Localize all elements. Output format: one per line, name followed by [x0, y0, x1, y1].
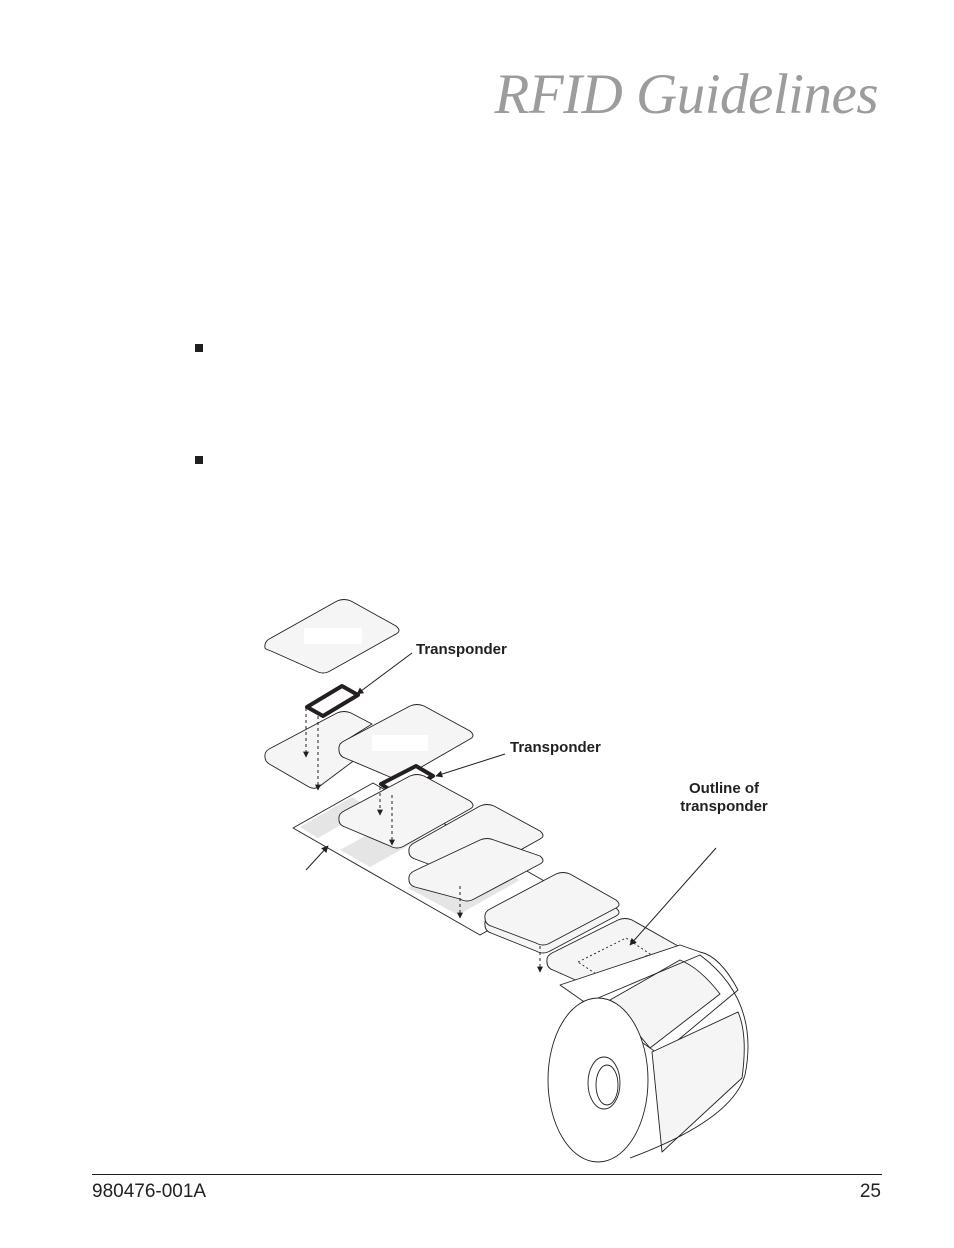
- roll-core-inner: [595, 1064, 619, 1106]
- bullet-1: [195, 344, 203, 352]
- outline-label-line1: Outline of: [689, 780, 759, 797]
- transponder-label-middle: Transponder: [510, 739, 601, 756]
- leader-transponder-top: [356, 652, 413, 695]
- bullet-2: [195, 456, 203, 464]
- transponder-outline: [577, 937, 651, 979]
- transponder-top: [305, 684, 360, 718]
- outline-label-line2: transponder: [680, 798, 768, 815]
- leader-liner: [305, 845, 329, 871]
- transponder-label-top: Transponder: [416, 641, 507, 658]
- top-label-window: [304, 628, 362, 644]
- leader-transponder-middle: [435, 753, 506, 778]
- footer-rule: [92, 1174, 882, 1175]
- group4-label-front: [484, 872, 620, 946]
- roll-label-1: [609, 959, 721, 1049]
- middle-lower-label: [338, 774, 474, 849]
- roll-label-2: [651, 1011, 745, 1153]
- middle-label-window: [372, 735, 428, 751]
- leader-outline: [629, 847, 717, 946]
- outline-label-text: Outline of transponder: [668, 780, 780, 816]
- page-title: RFID Guidelines: [494, 63, 879, 126]
- footer-doc-number: 980476-001A: [92, 1181, 207, 1202]
- footer-page-number: 25: [859, 1181, 881, 1202]
- group3-lower-label: [408, 838, 544, 902]
- roll-edge: [597, 954, 749, 1159]
